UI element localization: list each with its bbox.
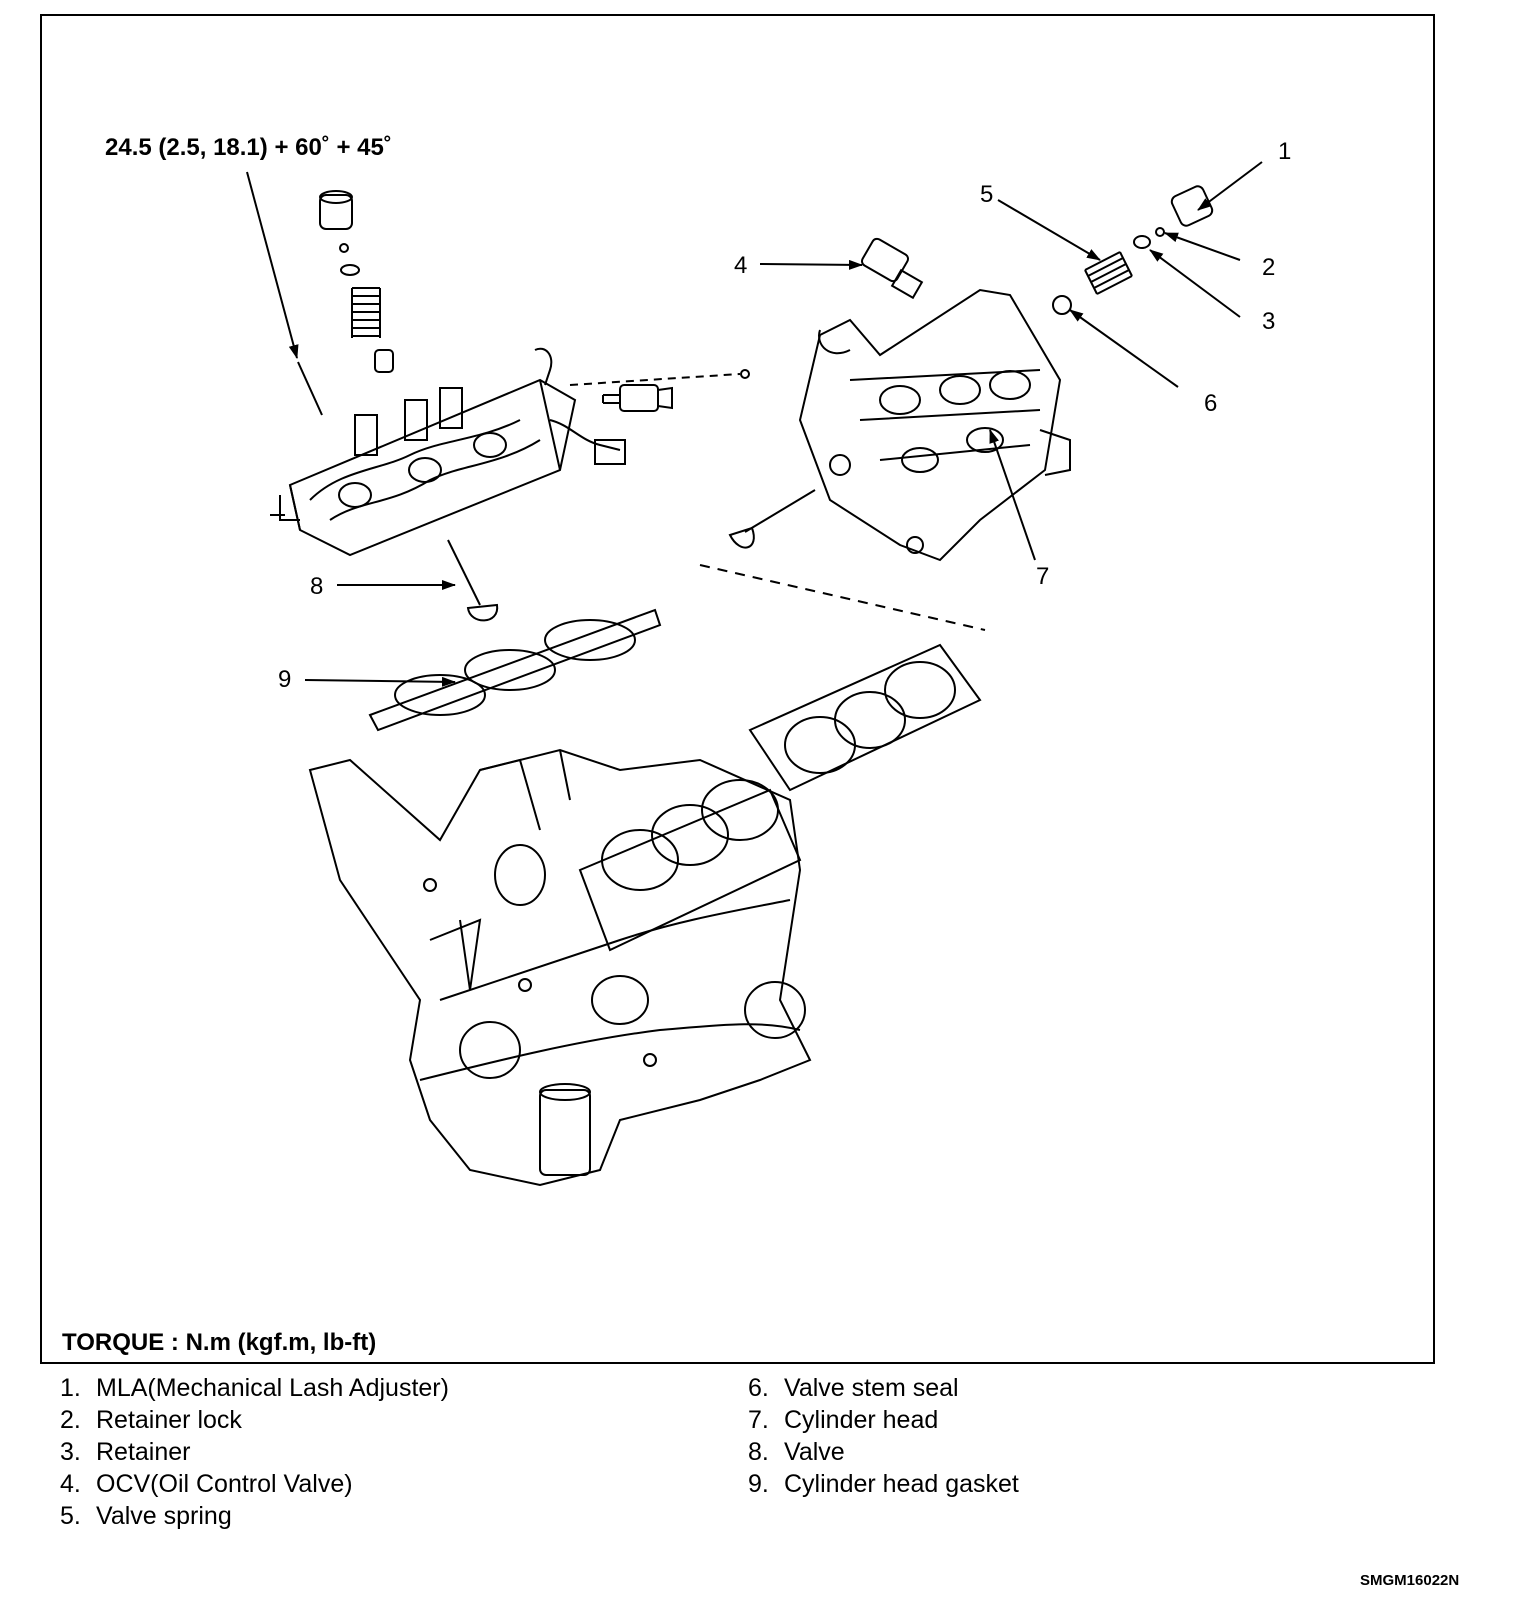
right-ocv: [861, 237, 924, 300]
legend-num: 2.: [60, 1406, 81, 1434]
callout-5: 5: [980, 181, 994, 208]
callout-8: 8: [310, 573, 324, 600]
callout-4: 4: [734, 252, 748, 279]
legend-num: 7.: [748, 1406, 769, 1434]
legend-item: 2. Retainer lock: [60, 1404, 449, 1436]
callout-1: 1: [1278, 138, 1292, 165]
legend-label: Retainer: [96, 1438, 191, 1466]
torque-units-note: TORQUE : N.m (kgf.m, lb-ft): [62, 1329, 377, 1356]
legend-item: 8. Valve: [748, 1436, 1019, 1468]
valve-right: [728, 489, 816, 549]
legend-item: 1. MLA(Mechanical Lash Adjuster): [60, 1372, 449, 1404]
legend-label: Valve stem seal: [784, 1374, 959, 1402]
left-ocv: [569, 369, 750, 412]
right-valvetrain-stack: [1052, 185, 1214, 315]
left-head-gasket: [368, 608, 662, 732]
engine-block: [308, 748, 812, 1187]
legend-item: 6. Valve stem seal: [748, 1372, 1019, 1404]
callout-9: 9: [278, 666, 292, 693]
left-valvetrain-stack: [297, 190, 394, 416]
legend-left: 1. MLA(Mechanical Lash Adjuster) 2. Retain…: [60, 1372, 449, 1532]
alignment-line: [699, 564, 986, 631]
legend-num: 5.: [60, 1502, 81, 1530]
legend-right: 6. Valve stem seal 7. Cylinder head 8. Valv…: [748, 1372, 1019, 1500]
legend-num: 9.: [748, 1470, 769, 1498]
legend-label: Cylinder head gasket: [784, 1470, 1019, 1498]
figure-frame: [40, 14, 1435, 1364]
legend-num: 6.: [748, 1374, 769, 1402]
legend-item: 5. Valve spring: [60, 1500, 449, 1532]
legend-label: Valve: [784, 1438, 845, 1466]
right-head-gasket: [748, 643, 982, 792]
torque-spec-label: 24.5 (2.5, 18.1) + 60˚ + 45˚: [105, 134, 392, 161]
legend-num: 1.: [60, 1374, 81, 1402]
legend-num: 4.: [60, 1470, 81, 1498]
legend-label: OCV(Oil Control Valve): [96, 1470, 353, 1498]
legend-item: 9. Cylinder head gasket: [748, 1468, 1019, 1500]
left-cylinder-head: [270, 347, 626, 557]
legend-item: 4. OCV(Oil Control Valve): [60, 1468, 449, 1500]
legend-label: MLA(Mechanical Lash Adjuster): [96, 1374, 449, 1402]
callout-leaders: [246, 161, 1263, 687]
legend-num: 3.: [60, 1438, 81, 1466]
legend-item: 3. Retainer: [60, 1436, 449, 1468]
callout-3: 3: [1262, 308, 1276, 335]
legend-item: 7. Cylinder head: [748, 1404, 1019, 1436]
legend-label: Cylinder head: [784, 1406, 939, 1434]
legend-label: Valve spring: [96, 1502, 232, 1530]
callout-2: 2: [1262, 254, 1276, 281]
callout-7: 7: [1036, 563, 1050, 590]
right-cylinder-head: [798, 288, 1071, 562]
callout-6: 6: [1204, 390, 1218, 417]
legend-num: 8.: [748, 1438, 769, 1466]
legend-label: Retainer lock: [96, 1406, 242, 1434]
figure-code: SMGM16022N: [1360, 1572, 1460, 1589]
valve-left: [447, 539, 499, 622]
